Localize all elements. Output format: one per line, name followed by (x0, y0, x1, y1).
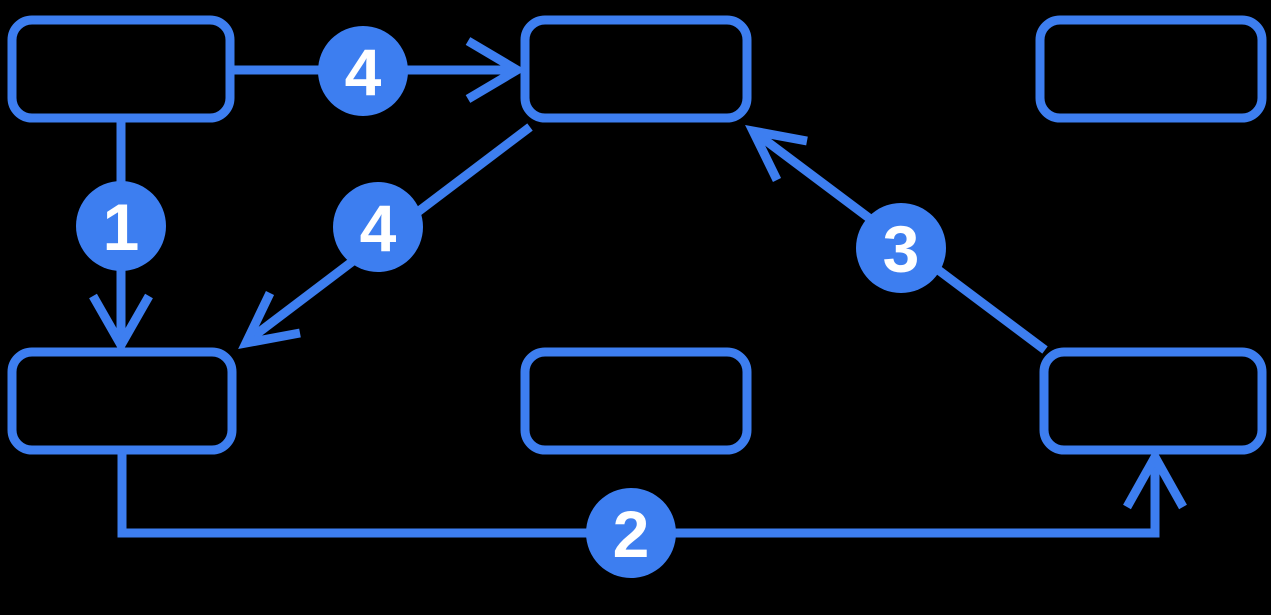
badge-1-label: 1 (103, 190, 140, 264)
edge-badges (76, 26, 946, 578)
node-top-left (7, 15, 235, 123)
node-top-middle (520, 15, 752, 123)
badge-3-label: 3 (883, 212, 920, 286)
node-boxes (7, 15, 1267, 455)
badge-1-circle (76, 181, 166, 271)
node-top-right (1035, 15, 1267, 123)
edge-1-arrowhead-icon (89, 293, 153, 355)
node-bottom-middle (520, 347, 752, 455)
edge-3-arrowhead-icon (745, 124, 808, 182)
node-bottom-right (1039, 347, 1267, 455)
edge-4a-arrowhead-icon (465, 37, 526, 103)
badge-2-circle (586, 488, 676, 578)
badge-3-circle (856, 203, 946, 293)
badge-4a-circle (318, 26, 408, 116)
edge-4b-arrowhead-icon (238, 291, 301, 350)
edge-badge-labels: 4 1 4 3 2 (103, 35, 920, 571)
badge-4a-label: 4 (345, 35, 382, 109)
badge-4b-circle (333, 182, 423, 272)
edge-2-arrowhead-icon (1123, 447, 1187, 510)
badge-2-label: 2 (613, 497, 650, 571)
node-bottom-left (7, 347, 237, 455)
badge-4b-label: 4 (360, 191, 397, 265)
